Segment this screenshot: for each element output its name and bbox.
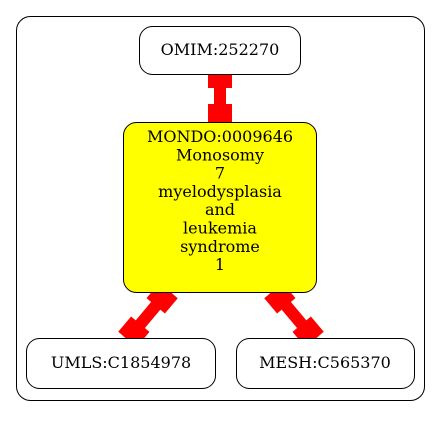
node-mesh-box — [236, 338, 415, 389]
node-mondo-label-line: leukemia — [183, 219, 257, 238]
node-mondo-label-line: 7 — [215, 164, 225, 183]
edge-omim-mondo-head-bottom — [208, 104, 232, 126]
node-mondo-label-line: MONDO:0009646 — [147, 127, 293, 146]
edge-omim-mondo-shaft — [214, 86, 226, 106]
node-omim-label: OMIM:252270 — [161, 40, 280, 59]
node-umls-box — [26, 338, 216, 389]
node-mondo-label-line: syndrome — [180, 237, 260, 256]
node-mesh[interactable]: MESH:C565370 — [236, 338, 415, 389]
node-omim-box — [139, 26, 301, 75]
node-mesh-label: MESH:C565370 — [259, 353, 391, 372]
node-omim[interactable]: OMIM:252270 — [139, 26, 301, 75]
node-mondo-label-line: 1 — [215, 255, 225, 274]
node-umls[interactable]: UMLS:C1854978 — [26, 338, 216, 389]
node-umls-label: UMLS:C1854978 — [51, 353, 191, 372]
node-mondo-label-line: Monosomy — [176, 145, 264, 164]
node-mondo-label-line: myelodysplasia — [158, 182, 282, 201]
node-mondo-label-line: and — [205, 200, 235, 219]
node-mondo-box — [123, 122, 317, 293]
